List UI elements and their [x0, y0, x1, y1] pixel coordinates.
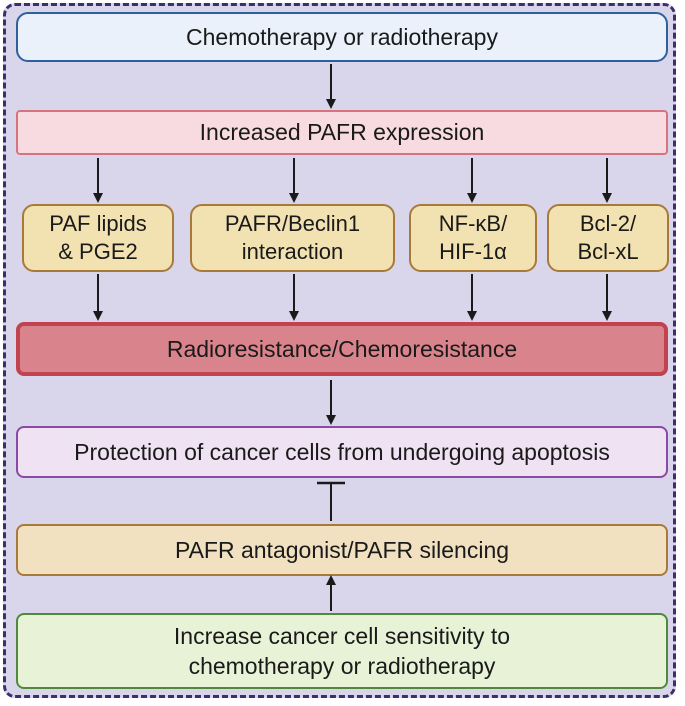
chemo-radio-box: Chemotherapy or radiotherapy	[16, 12, 668, 62]
pafr-expression-box: Increased PAFR expression	[16, 110, 668, 155]
pafr-antagonist-box: PAFR antagonist/PAFR silencing	[16, 524, 668, 576]
resistance-box: Radioresistance/Chemoresistance	[16, 322, 668, 376]
paf-lipids-box: PAF lipids & PGE2	[22, 204, 174, 272]
apoptosis-protection-box: Protection of cancer cells from undergoi…	[16, 426, 668, 478]
bcl2-box: Bcl-2/ Bcl-xL	[547, 204, 669, 272]
nfkb-hif-box: NF-κB/ HIF-1α	[409, 204, 537, 272]
sensitivity-box: Increase cancer cell sensitivity to chem…	[16, 613, 668, 689]
beclin1-box: PAFR/Beclin1 interaction	[190, 204, 395, 272]
